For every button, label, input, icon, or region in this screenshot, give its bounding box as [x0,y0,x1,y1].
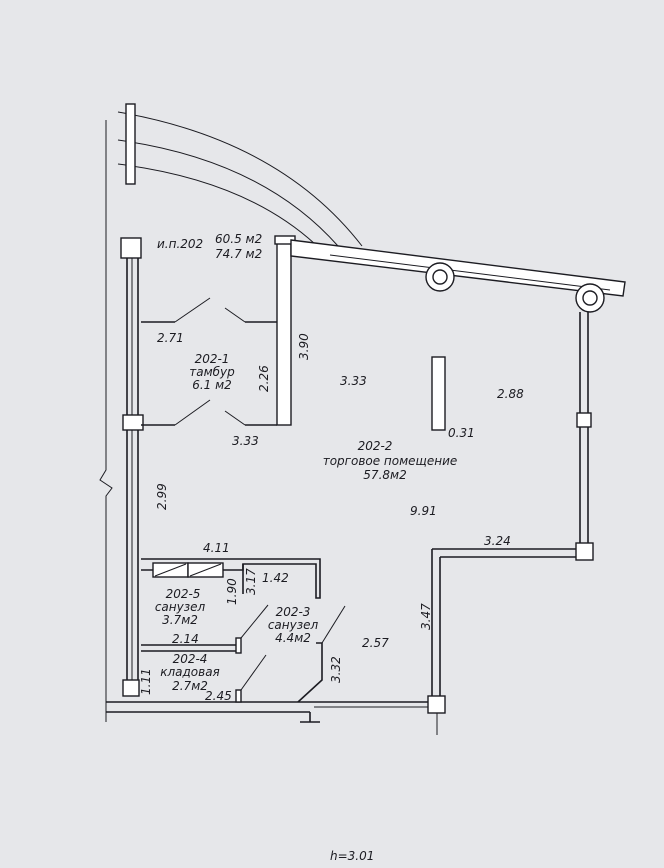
room-area: 3.7м2 [162,613,198,627]
dimension-label: 1.42 [262,571,289,585]
dimension-label: 3.32 [329,656,343,683]
room-id: 202-4 [173,652,208,666]
room-name: санузел [155,600,206,614]
dimension-label: 2.88 [497,387,524,401]
room-area: 57.8м2 [363,468,406,482]
dimension-label: 2.57 [362,636,389,650]
dimension-label: 1.90 [225,578,239,605]
dimension-label: 2.14 [172,632,199,646]
dimension-label: 2.26 [257,365,271,392]
bathroom-walls [141,558,346,703]
dimension-label: 1.11 [139,668,153,695]
column [431,356,446,431]
room-name: санузел [268,618,319,632]
dimension-label: 3.17 [244,568,258,595]
dimension-label: 2.99 [155,483,169,510]
entrance-arcs [117,103,363,247]
dimension-label: 2.71 [157,331,184,345]
right-wall [427,312,594,735]
front-facade [290,239,626,313]
total-area-1: 60.5 м2 [215,232,262,246]
room-id: 202-3 [276,605,311,619]
unit-label: и.п.202 [157,237,203,251]
room-id: 202-1 [195,352,230,366]
room-name: кладовая [160,665,220,679]
dimension-label: 4.11 [203,541,230,555]
dimension-label: 0.31 [448,426,475,440]
room-id: 202-5 [166,587,201,601]
room-id: 202-2 [358,439,393,453]
dimension-label: 9.91 [410,504,437,518]
ceiling-height: h=3.01 [330,849,374,863]
bottom-wall [106,701,428,723]
left-wall [120,237,144,697]
total-area-2: 74.7 м2 [215,247,262,261]
dimension-label: 3.33 [340,374,367,388]
room-area: 2.7м2 [172,679,208,693]
dimension-label: 3.24 [484,534,511,548]
tambur-wall [274,235,296,426]
dimension-label: 3.90 [297,333,311,360]
room-name: тамбур [189,365,235,379]
dimension-label: 2.45 [205,689,232,703]
tambur-doors [141,297,277,426]
room-area: 6.1 м2 [192,378,232,392]
room-name: торговое помещение [323,454,458,468]
dimension-label: 3.33 [232,434,259,448]
outer-boundary-line [99,120,113,722]
room-area: 4.4м2 [275,631,311,645]
dimension-label: 3.47 [419,603,433,630]
dimensions: 2.71 3.90 2.26 3.33 3.33 0.31 2.88 2.99 … [139,331,524,703]
